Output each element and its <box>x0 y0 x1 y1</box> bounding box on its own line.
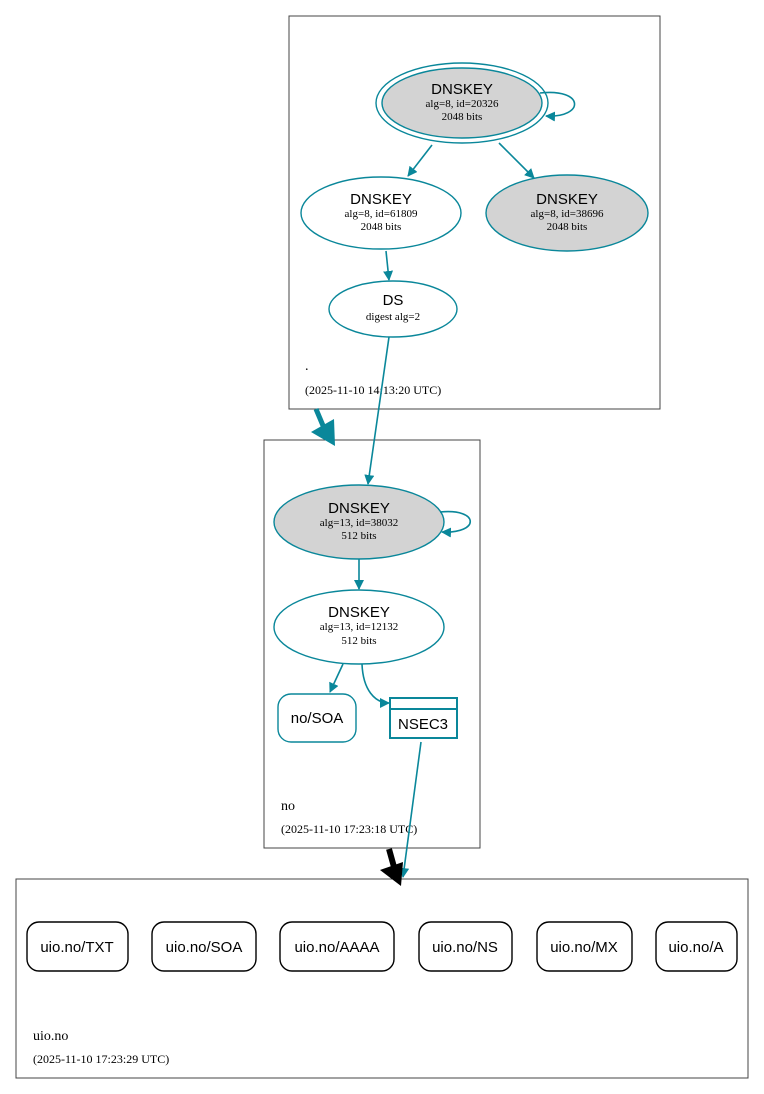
no-nsec3-node[interactable]: NSEC3 <box>389 697 458 739</box>
root-zsk-params: alg=8, id=61809 <box>345 208 418 220</box>
root-ds-title: DS <box>383 292 404 309</box>
uio-txt-node[interactable]: uio.no/TXT <box>26 921 129 972</box>
root-ksk-bits: 2048 bits <box>442 111 483 123</box>
edge-root-zsk-to-ds <box>383 250 394 281</box>
root-ds-node[interactable]: DS digest alg=2 <box>328 280 458 338</box>
uio-mx-label: uio.no/MX <box>550 939 618 956</box>
zone-root-timestamp: (2025-11-10 14:13:20 UTC) <box>305 383 441 397</box>
no-zsk-node[interactable]: DNSKEY alg=13, id=12132 512 bits <box>273 589 445 665</box>
edge-no-zsk-to-nsec3 <box>361 663 390 708</box>
zone-no: DNSKEY alg=13, id=38032 512 bits DNSKEY … <box>263 439 481 849</box>
root-key3-node[interactable]: DNSKEY alg=8, id=38696 2048 bits <box>485 174 649 252</box>
uio-a-label: uio.no/A <box>668 939 723 956</box>
root-key3-title: DNSKEY <box>536 191 598 208</box>
zone-uio-timestamp: (2025-11-10 17:23:29 UTC) <box>33 1052 169 1066</box>
root-zsk-title: DNSKEY <box>350 191 412 208</box>
no-soa-node[interactable]: no/SOA <box>277 693 357 743</box>
uio-soa-label: uio.no/SOA <box>166 939 243 956</box>
uio-a-node[interactable]: uio.no/A <box>655 921 738 972</box>
zone-no-timestamp: (2025-11-10 17:23:18 UTC) <box>281 822 417 836</box>
uio-mx-node[interactable]: uio.no/MX <box>536 921 633 972</box>
no-zsk-title: DNSKEY <box>328 604 390 621</box>
root-zsk-bits: 2048 bits <box>361 221 402 233</box>
no-ksk-self-edge <box>439 510 471 538</box>
no-nsec3-label: NSEC3 <box>398 716 448 733</box>
zone-no-name: no <box>281 799 295 814</box>
root-ksk-title: DNSKEY <box>431 81 493 98</box>
delegation-no-to-uio-arrow <box>380 848 403 886</box>
root-ksk-params: alg=8, id=20326 <box>426 98 499 110</box>
zone-uio-box <box>15 878 749 1079</box>
no-ksk-bits: 512 bits <box>341 530 376 542</box>
zone-root: DNSKEY alg=8, id=20326 2048 bits DNSKEY … <box>288 15 661 410</box>
edge-root-ksk-to-key3 <box>498 142 535 179</box>
zone-uio-name: uio.no <box>33 1029 68 1044</box>
zone-uio: uio.no/TXT uio.no/SOA uio.no/AAAA uio.no… <box>15 878 749 1079</box>
edge-no-zsk-to-soa <box>329 663 344 693</box>
root-ds-params: digest alg=2 <box>366 311 420 323</box>
uio-txt-label: uio.no/TXT <box>40 939 113 956</box>
no-zsk-bits: 512 bits <box>341 635 376 647</box>
no-ksk-params: alg=13, id=38032 <box>320 517 398 529</box>
edge-root-ds-to-no-ksk <box>364 336 390 485</box>
root-ksk-node[interactable]: DNSKEY alg=8, id=20326 2048 bits <box>375 62 549 144</box>
uio-aaaa-node[interactable]: uio.no/AAAA <box>279 921 395 972</box>
no-ksk-title: DNSKEY <box>328 500 390 517</box>
uio-aaaa-label: uio.no/AAAA <box>294 939 379 956</box>
no-zsk-params: alg=13, id=12132 <box>320 621 398 633</box>
no-ksk-node[interactable]: DNSKEY alg=13, id=38032 512 bits <box>273 484 445 560</box>
root-zsk-node[interactable]: DNSKEY alg=8, id=61809 2048 bits <box>300 176 462 250</box>
edge-no-nsec3-to-uio <box>399 741 422 878</box>
root-key3-params: alg=8, id=38696 <box>531 208 604 220</box>
uio-ns-node[interactable]: uio.no/NS <box>418 921 513 972</box>
edge-root-ksk-to-zsk <box>407 144 433 177</box>
root-ksk-self-edge <box>539 91 576 122</box>
delegation-root-to-no-arrow <box>311 408 335 446</box>
uio-ns-label: uio.no/NS <box>432 939 498 956</box>
uio-soa-node[interactable]: uio.no/SOA <box>151 921 257 972</box>
root-key3-bits: 2048 bits <box>547 221 588 233</box>
zone-root-name: . <box>305 359 309 374</box>
no-soa-label: no/SOA <box>291 710 344 727</box>
